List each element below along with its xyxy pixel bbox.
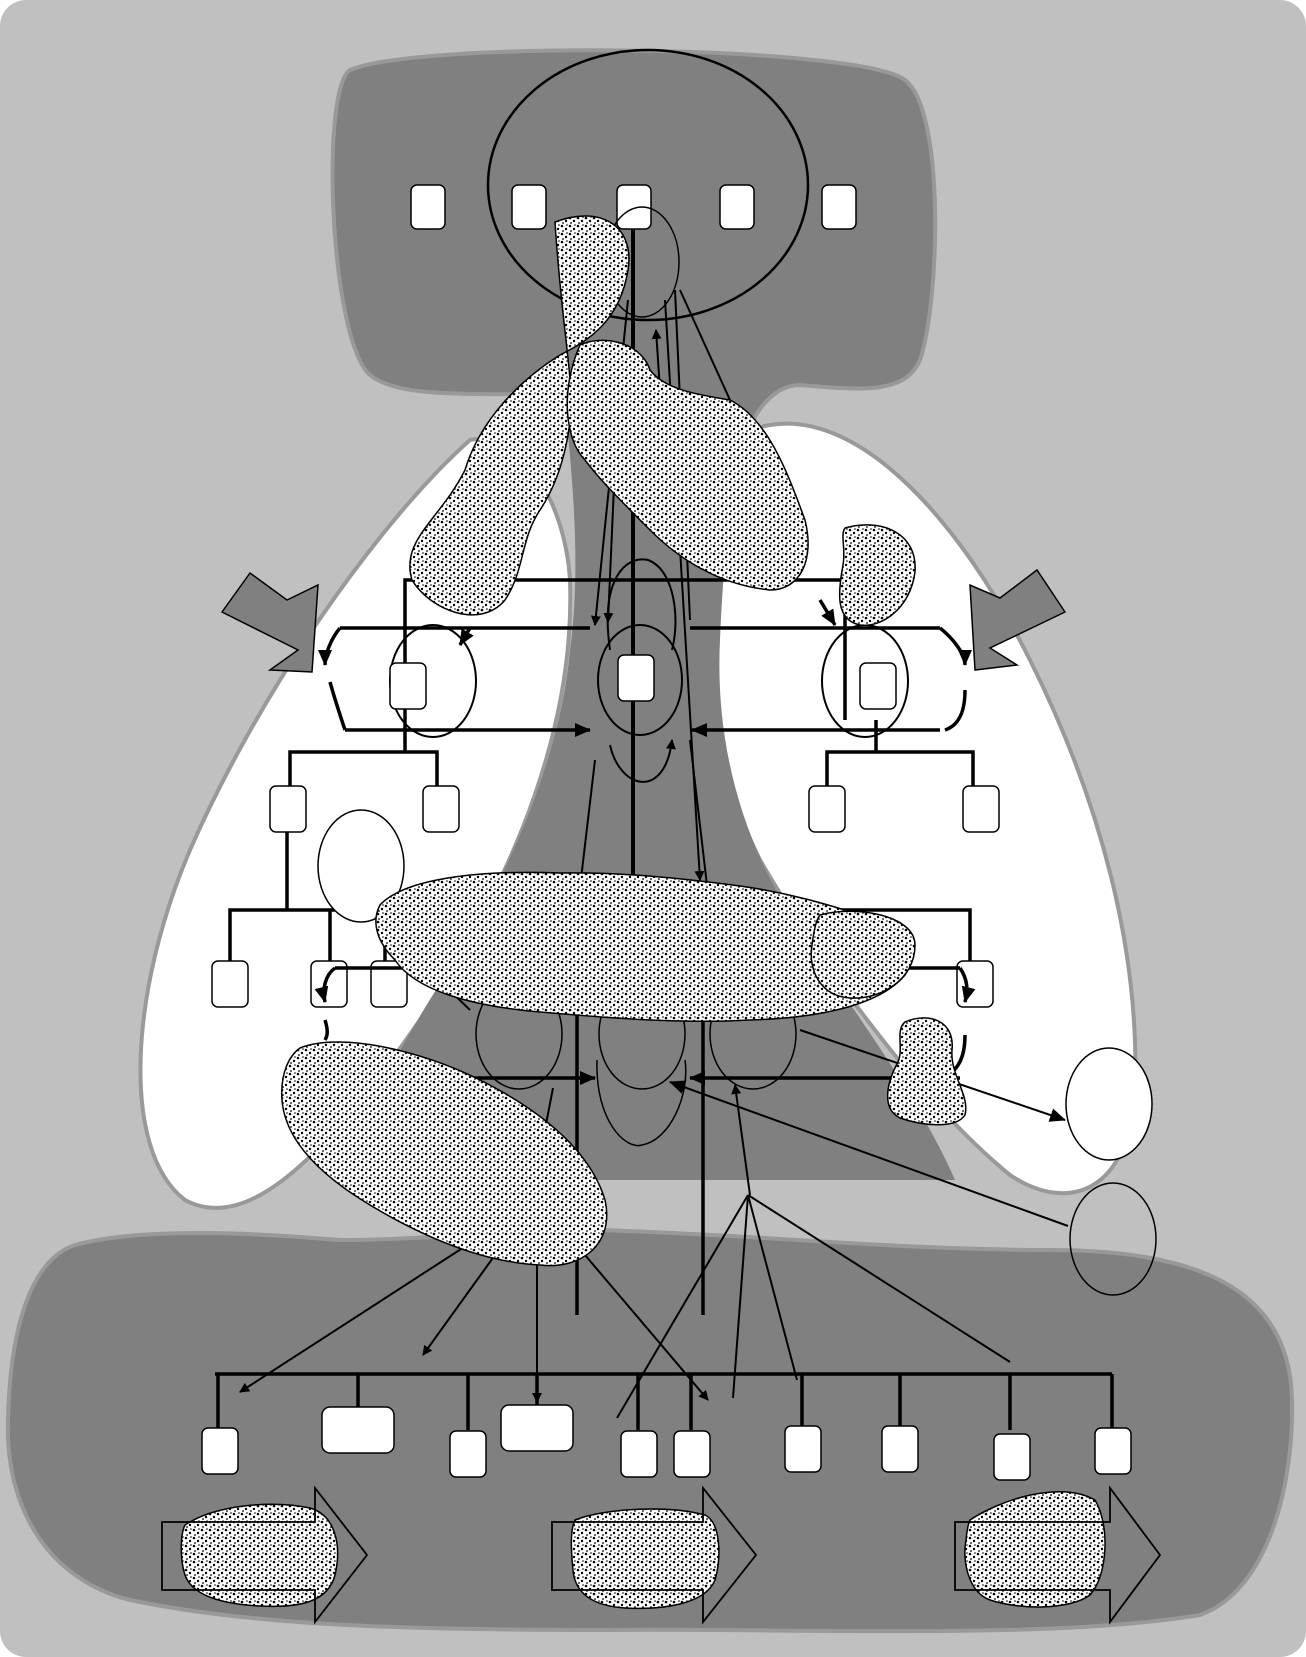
top-node-3 — [616, 184, 652, 230]
blob-top-right — [566, 339, 809, 591]
hollow-arrow-3 — [954, 1485, 1162, 1625]
bottom-node-8 — [881, 1425, 919, 1473]
right-node-c — [956, 960, 994, 1008]
bottom-node-4 — [500, 1404, 574, 1452]
right-node-a — [808, 785, 846, 833]
left-node-e — [370, 960, 408, 1008]
left-open-ellipse — [317, 809, 405, 923]
stippled-blobs — [180, 215, 1106, 1610]
bottom-node-5 — [620, 1430, 658, 1478]
blob-bottom-2 — [570, 1508, 720, 1610]
top-node-2 — [511, 184, 547, 230]
blob-right-small — [838, 524, 916, 627]
top-node-4 — [719, 184, 755, 230]
bottom-fan — [239, 1194, 1011, 1419]
right-node-b — [962, 785, 1000, 833]
hollow-arrow-2 — [551, 1485, 758, 1625]
blob-right-lower — [886, 1017, 967, 1126]
blob-right-mid — [810, 910, 916, 999]
bottom-node-row — [201, 1404, 1132, 1481]
bottom-node-3 — [449, 1430, 487, 1478]
left-node-c — [211, 960, 249, 1008]
blob-bottom-3 — [964, 1491, 1106, 1608]
top-node-5 — [821, 184, 857, 230]
right-block-arrow — [969, 568, 1067, 671]
mid-node-right — [859, 662, 897, 710]
bottom-node-2 — [321, 1406, 395, 1454]
bottom-hollow-arrows — [161, 1485, 1162, 1625]
blob-left-lower — [281, 1041, 608, 1267]
left-block-arrow — [220, 571, 319, 673]
mid-node-left — [389, 662, 427, 710]
left-node-b — [422, 785, 460, 833]
left-node-a — [269, 785, 307, 833]
bottom-node-9 — [993, 1433, 1031, 1481]
top-large-ellipse — [486, 48, 810, 322]
left-subtree-nodes — [211, 785, 460, 1008]
mid-node-row — [389, 654, 897, 710]
bottom-node-10 — [1094, 1427, 1132, 1475]
top-node-1 — [410, 184, 446, 230]
hollow-arrow-1 — [161, 1485, 369, 1625]
right-ellipse-upper — [1065, 1047, 1153, 1161]
mid-node-center — [617, 654, 655, 702]
blob-bottom-1 — [180, 1503, 339, 1608]
bottom-node-1 — [201, 1427, 239, 1475]
bottom-node-7 — [784, 1425, 822, 1473]
right-ellipse-lower — [1069, 1182, 1157, 1296]
top-node-row — [410, 184, 857, 230]
bottom-node-6 — [673, 1430, 711, 1478]
